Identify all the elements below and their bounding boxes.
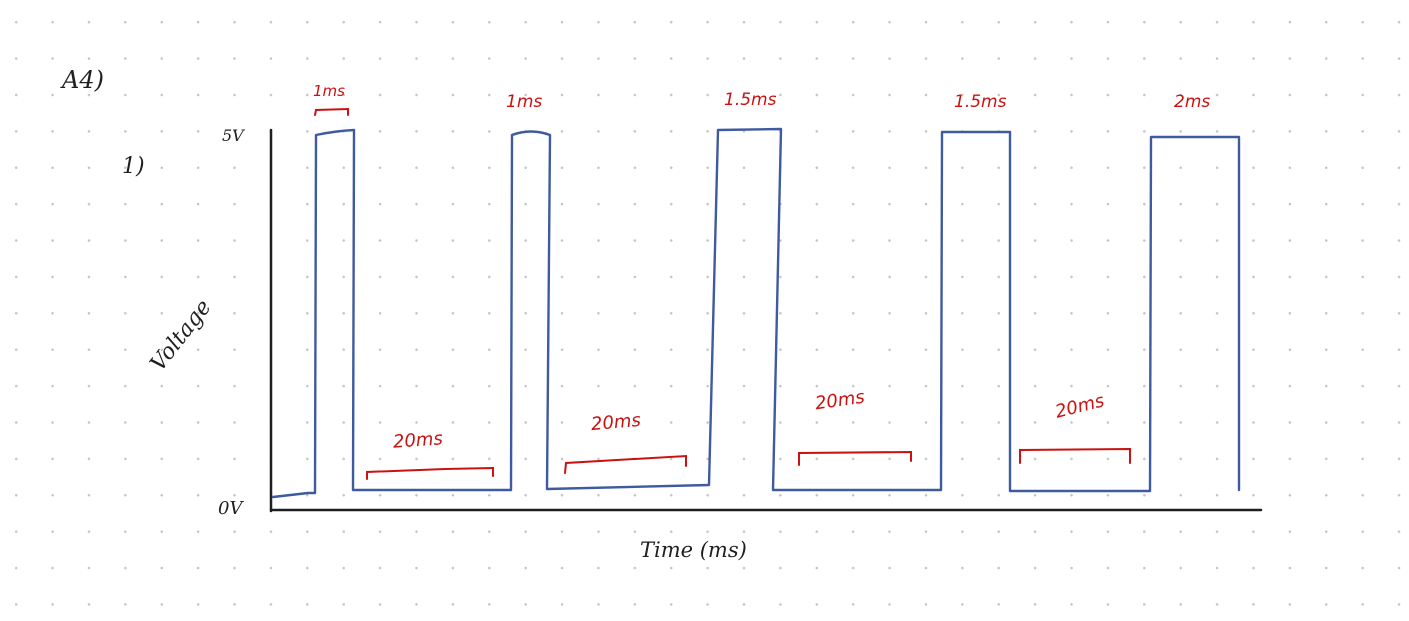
section-label: A4) bbox=[62, 66, 104, 94]
pwm-signal-line bbox=[271, 127, 1241, 499]
pulse-1-width-bracket bbox=[314, 107, 349, 116]
pulse-1-high-label: 1ms bbox=[313, 82, 345, 100]
low-4-bracket bbox=[1019, 447, 1131, 464]
pulse-2-high-label: 1ms bbox=[506, 92, 543, 112]
pulse-5-high-label: 2ms bbox=[1174, 92, 1211, 112]
part-label: 1) bbox=[122, 154, 145, 179]
low-3-bracket bbox=[798, 450, 912, 466]
y-bottom-label: 0V bbox=[218, 498, 243, 519]
y-top-label: 5V bbox=[222, 126, 244, 145]
pulse-3-high-label: 1.5ms bbox=[724, 90, 777, 110]
low-1-bracket bbox=[366, 466, 494, 480]
pulse-4-high-label: 1.5ms bbox=[954, 92, 1007, 112]
low-2-bracket bbox=[564, 454, 687, 474]
x-axis-title: Time (ms) bbox=[640, 538, 747, 562]
